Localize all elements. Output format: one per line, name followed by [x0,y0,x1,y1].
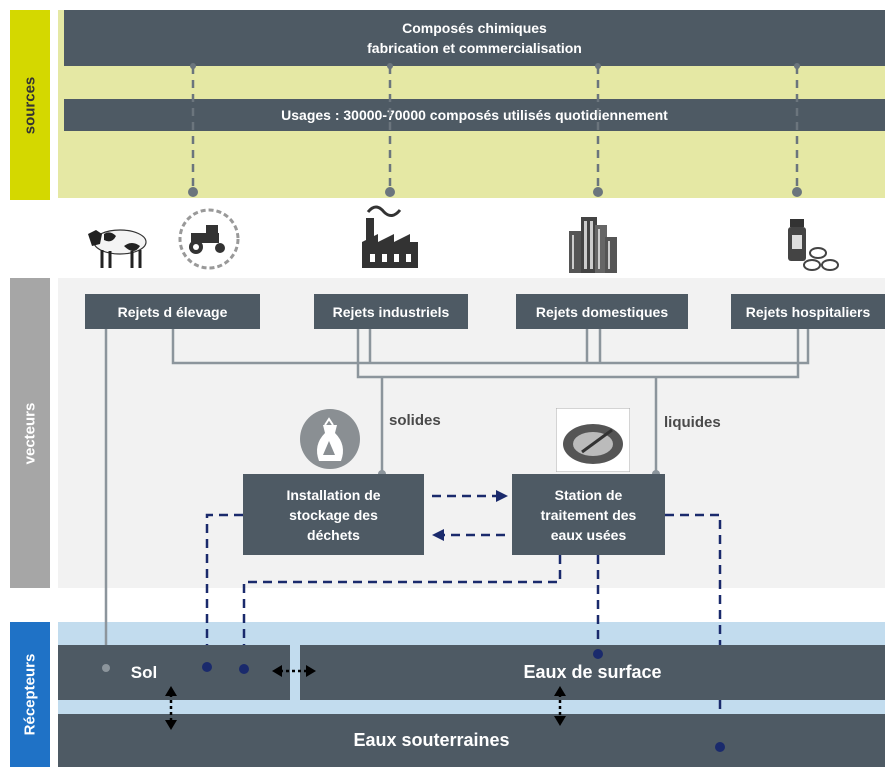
installation-line2: stockage des [289,506,378,523]
navy-dashed-flows [205,494,722,746]
vecteurs-sidebar: vecteurs [10,278,50,588]
recepteurs-sidebar: Récepteurs [10,622,50,767]
usages-box: Usages : 30000-70000 composés utilisés q… [64,99,885,131]
treatment-plant-icon [556,408,630,472]
navy-arrowheads [432,490,508,541]
station-line2: traitement des [540,506,637,523]
composes-line1: Composés chimiques [402,20,547,36]
station-traitement-box: Station de traitement des eaux usées [512,474,665,555]
rejets-hospitaliers-box: Rejets hospitaliers [731,294,885,329]
source-dots [188,63,802,197]
station-line3: eaux usées [550,526,627,543]
composes-chimiques-box: Composés chimiques fabrication et commer… [64,10,885,66]
eaux-surface-box: Eaux de surface [300,645,885,700]
rejets-industriels-box: Rejets industriels [314,294,468,329]
eaux-souterraines-box: Eaux souterraines [58,714,885,767]
composes-line2: fabrication et commercialisation [367,40,582,56]
rejets-hospitaliers-label: Rejets hospitaliers [745,303,871,320]
cow-icon [88,229,147,268]
station-line1: Station de [554,486,623,503]
pills-icon [788,219,839,271]
rejets-domestiques-label: Rejets domestiques [535,303,669,320]
sol-box: Sol [58,645,290,700]
rejets-elevage-box: Rejets d élevage [85,294,260,329]
installation-line3: déchets [307,526,360,543]
factory-icon [362,205,418,268]
rejets-domestiques-box: Rejets domestiques [516,294,688,329]
sol-label: Sol [130,662,158,682]
tractor-icon [178,208,240,270]
rejets-industriels-label: Rejets industriels [332,303,450,320]
buildings-icon [569,217,617,273]
eaux-souterraines-label: Eaux souterraines [353,730,510,750]
solides-label: solides [389,412,441,429]
installation-stockage-box: Installation de stockage des déchets [243,474,424,555]
grey-network [104,328,810,668]
trash-bag-icon [300,409,360,469]
installation-line1: Installation de [286,486,381,503]
liquides-label: liquides [664,414,721,431]
rejets-elevage-label: Rejets d élevage [117,303,228,320]
usages-label: Usages : 30000-70000 composés utilisés q… [281,107,668,123]
vecteurs-band [58,278,885,588]
sources-sidebar: sources [10,10,50,200]
eaux-surface-label: Eaux de surface [523,662,662,682]
source-dashed-lines [191,66,799,192]
